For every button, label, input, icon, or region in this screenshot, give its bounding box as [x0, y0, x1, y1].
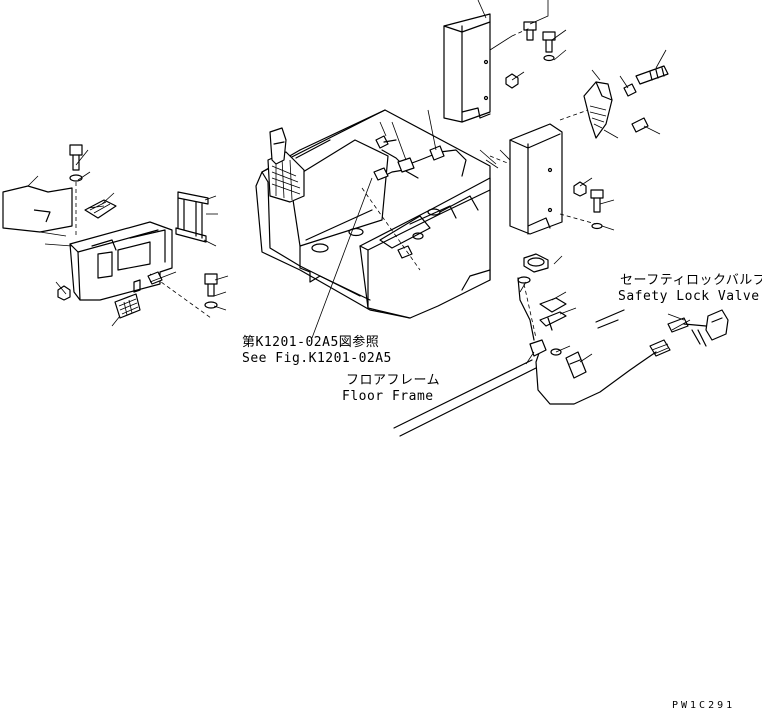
long-bolt [635, 65, 669, 85]
cable-harness [381, 149, 467, 177]
left-console-assembly [2, 144, 218, 319]
washer-left-right [204, 301, 218, 309]
clamp [539, 297, 567, 313]
drawing-id: PW1C291 [672, 700, 735, 711]
bolt-lower [565, 351, 587, 379]
safety-lock-valve-assembly [535, 309, 729, 405]
cover-plate [2, 185, 73, 233]
lower-right-cover [485, 123, 615, 235]
upper-right-cover [443, 0, 567, 123]
bolt-upper-cover-2 [542, 31, 556, 41]
safety-valve-label-en: Safety Lock Valve [618, 289, 760, 304]
console-housing [69, 221, 173, 301]
bolt-left-top [69, 144, 83, 156]
mounting-bracket [559, 49, 669, 139]
bolt-left-right [204, 273, 218, 285]
washer-left-top [69, 174, 83, 182]
nut-left [57, 285, 71, 301]
floor-frame-label-jp: フロアフレーム [346, 373, 440, 388]
bracket-strip-1 [177, 191, 209, 205]
joystick-lever [267, 127, 305, 203]
valve-body [705, 309, 729, 341]
ref-label-jp: 第K1201-02A5図参照 [242, 334, 379, 350]
cable-clamp-hardware [517, 253, 593, 379]
ref-label-en: See Fig.K1201-02A5 [242, 351, 392, 366]
center-console-box [255, 109, 491, 319]
floor-frame-label-en: Floor Frame [342, 389, 434, 404]
bolt-center-top [375, 135, 389, 149]
leader-lines-center [311, 109, 497, 339]
bolt-right [590, 189, 604, 199]
leader-lines-left [27, 149, 229, 327]
bolt-upper-cover [523, 21, 537, 31]
safety-valve-label-jp: セーフティロックバルブ [620, 272, 762, 288]
console-right-box [359, 177, 491, 319]
keypad [114, 293, 141, 319]
floor-frame-rails [393, 309, 625, 437]
nut-right [573, 181, 587, 197]
control-cable [535, 349, 657, 405]
